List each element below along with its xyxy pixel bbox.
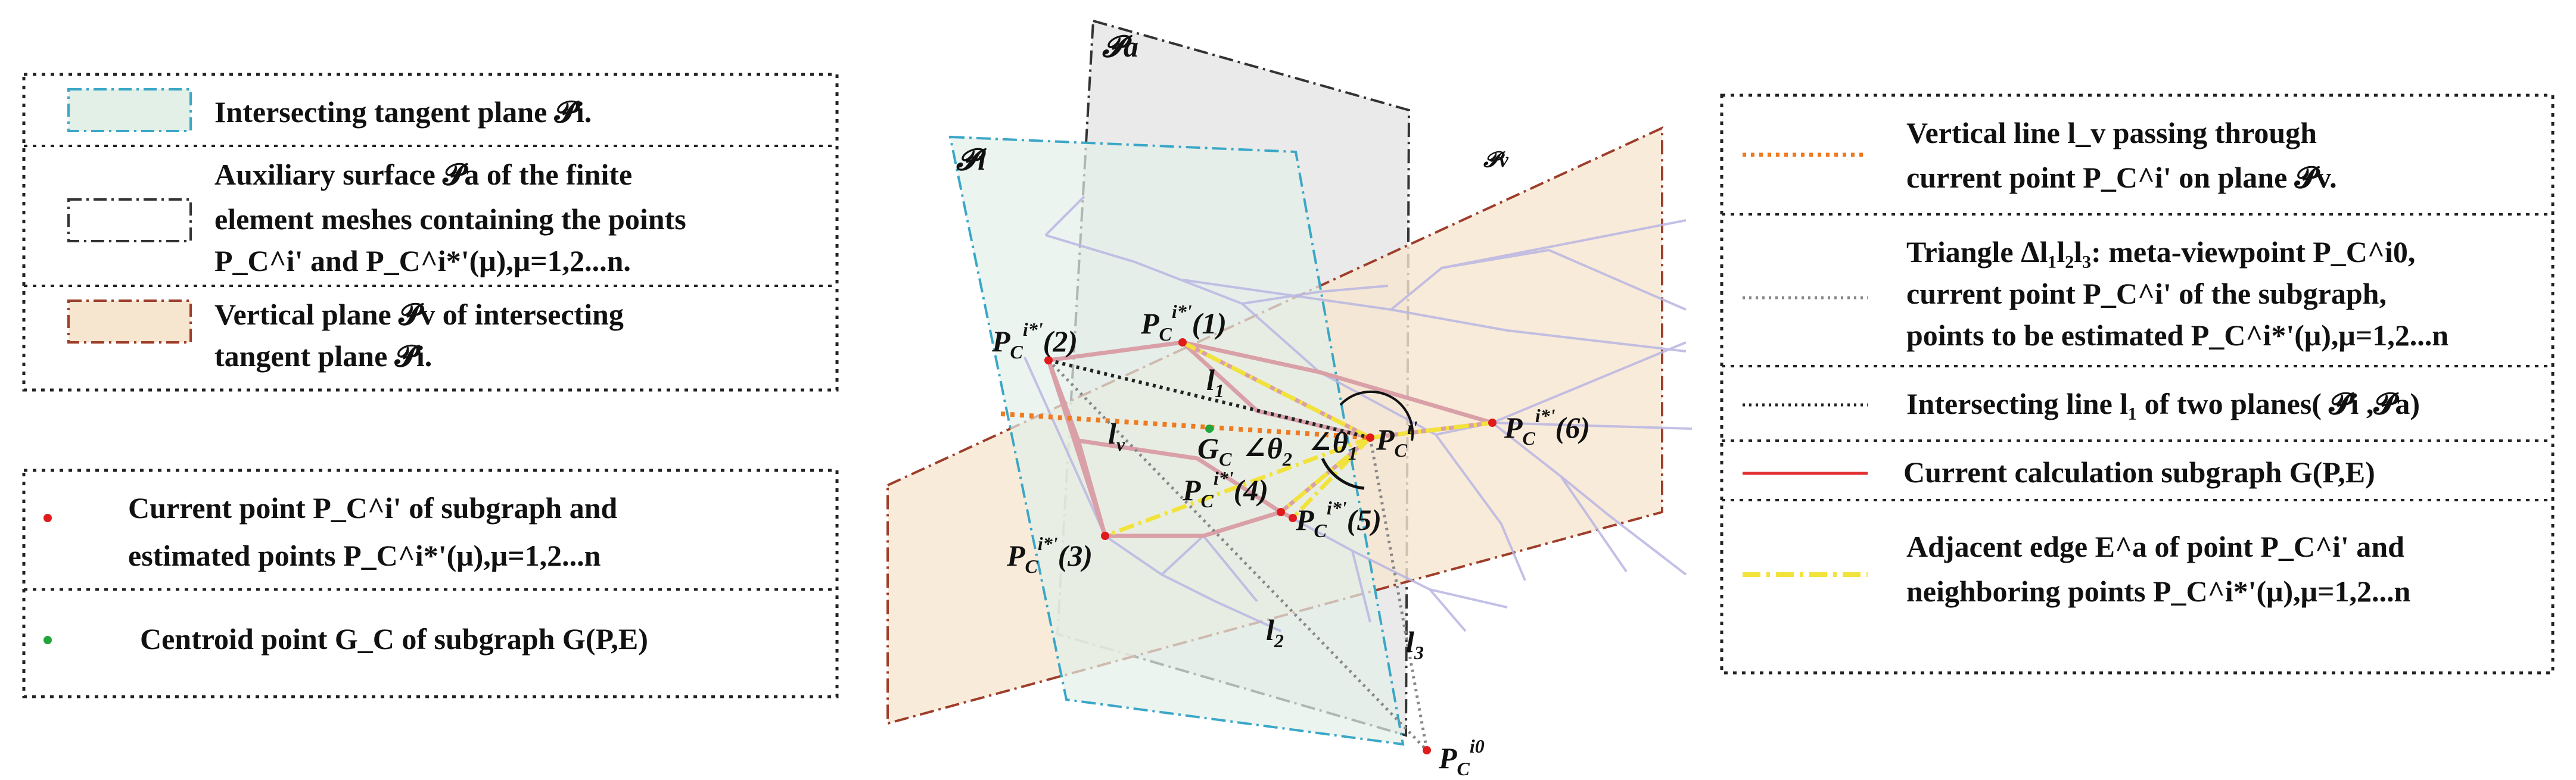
legend-triangle-line1: Triangle Δl₁l₂l₃: meta-viewpoint P_C^i0, — [1906, 235, 2415, 269]
legend-aux-line2: element meshes containing the points — [214, 202, 686, 236]
left-legend-points: Current point P_C^i' of subgraph and est… — [22, 469, 839, 698]
line-label-lv: lv — [1108, 417, 1125, 455]
angle-arc — [1321, 457, 1365, 490]
legend-subgraph: Current calculation subgraph G(P,E) — [1903, 455, 2375, 489]
current-point-marker — [43, 514, 52, 522]
plane-label-pv: 𝓟v — [1483, 148, 1509, 171]
legend-triangle-line2: current point P_C^i' of the subgraph, — [1906, 277, 2387, 310]
label-point-4: PCi*'(4) — [1182, 467, 1268, 511]
legend-current-line2: estimated points P_C^i*'(μ),μ=1,2...n — [128, 539, 601, 572]
legend-aux-line1: Auxiliary surface 𝓟a of the finite — [214, 158, 632, 191]
line-label-l1: l1 — [1206, 363, 1224, 401]
legend-frame — [1720, 93, 2555, 675]
angle-arc — [1339, 390, 1414, 441]
point-5 — [1289, 514, 1297, 522]
triangle-line-l3 — [1368, 437, 1429, 751]
label-point-1: PCi*'(1) — [1140, 301, 1227, 345]
legend-frame — [22, 469, 839, 698]
legend-tangent-plane: Intersecting tangent plane 𝓟i. — [214, 95, 592, 129]
plane-label-pi: 𝓟i — [956, 143, 987, 176]
current-point — [1366, 433, 1374, 442]
legend-current-line1: Current point P_C^i' of subgraph and — [128, 491, 618, 525]
point-6 — [1488, 419, 1497, 427]
plane-label-pa: 𝓟a — [1102, 30, 1138, 63]
tangent-plane-pi — [948, 135, 1405, 746]
line-label-l3: l3 — [1406, 625, 1424, 663]
centroid-marker — [43, 636, 52, 644]
auxiliary-surface-swatch — [67, 198, 192, 242]
centroid-point — [1205, 425, 1214, 433]
label-theta2: ∠θ2 — [1242, 432, 1292, 470]
label-point-2: PCi*'(2) — [991, 319, 1078, 363]
label-theta1: ∠θ1 — [1308, 426, 1358, 464]
intersecting-line-l1 — [1048, 358, 1371, 439]
line-label-l2: l2 — [1266, 613, 1284, 651]
legend-vline-line1: Vertical line l_v passing through — [1906, 116, 2317, 149]
label-meta-viewpoint: PCi0 — [1438, 735, 1485, 779]
legend-vertical-line1: Vertical plane 𝓟v of intersecting — [214, 298, 624, 331]
label-point-3: PCi*'(3) — [1006, 533, 1093, 577]
legend-aux-line3: P_C^i' and P_C^i*'(μ),μ=1,2...n. — [214, 244, 631, 277]
label-point-5: PCi*'(5) — [1295, 497, 1382, 541]
legend-vline-line2: current point P_C^i' on plane 𝓟v. — [1906, 161, 2337, 194]
label-centroid: GC — [1197, 432, 1232, 470]
vertical-line-lv — [1000, 411, 1371, 440]
legend-vertical-line2: tangent plane 𝓟i. — [214, 339, 432, 373]
vertical-plane-swatch — [67, 299, 192, 344]
triangle-line-l2 — [1047, 359, 1428, 751]
legend-centroid: Centroid point G_C of subgraph G(P,E) — [140, 622, 648, 656]
left-legend-planes: Intersecting tangent plane 𝓟i. Auxiliary… — [22, 73, 839, 392]
meta-viewpoint — [1423, 746, 1431, 754]
point-2 — [1044, 356, 1053, 364]
adjacent-edges — [1104, 340, 1493, 538]
label-current-point: PCi' — [1376, 417, 1418, 461]
legend-adjacent-line2: neighboring points P_C^i*'(μ),μ=1,2...n — [1906, 575, 2410, 608]
legend-adjacent-line1: Adjacent edge E^a of point P_C^i' and — [1906, 530, 2404, 563]
right-legend: Vertical line l_v passing through curren… — [1720, 93, 2555, 675]
legend-intersect: Intersecting line l₁ of two planes( 𝓟i ,… — [1906, 387, 2420, 420]
tangent-plane-swatch — [67, 88, 192, 132]
geometry-figure: 𝓟a 𝓟i 𝓟v l1 lv l2 l3 PCi*'(2) PCi*'(1) P… — [886, 19, 1693, 779]
legend-triangle-line3: points to be estimated P_C^i*'(μ),μ=1,2.… — [1906, 319, 2449, 352]
point-4 — [1277, 508, 1285, 516]
label-point-6: PCi*'(6) — [1504, 405, 1590, 449]
point-1 — [1178, 338, 1187, 347]
point-3 — [1101, 532, 1109, 540]
legend-frame — [22, 73, 839, 392]
